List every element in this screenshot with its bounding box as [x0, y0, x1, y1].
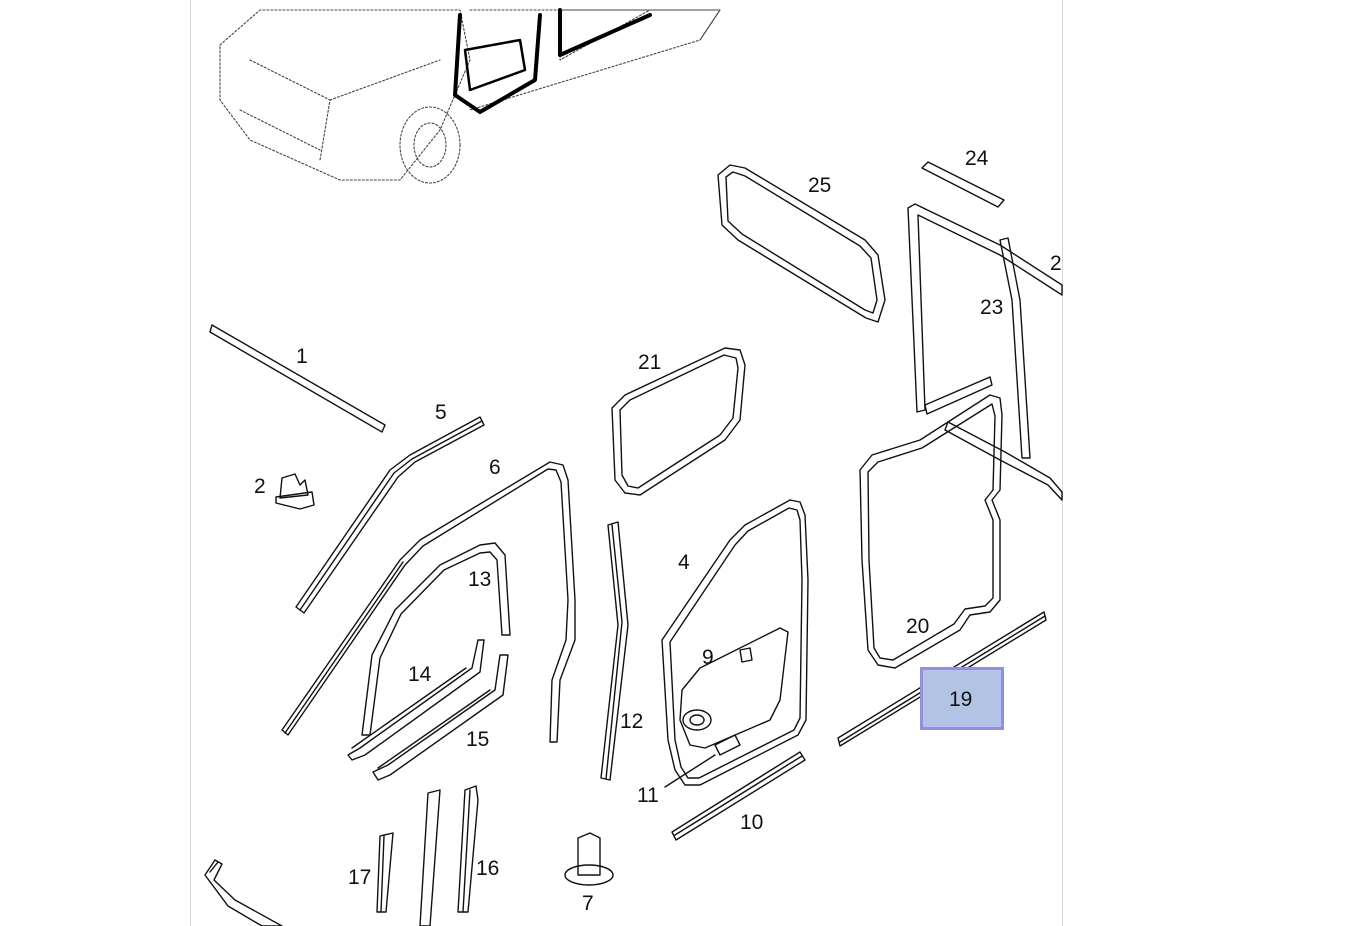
part-9-panel [679, 627, 789, 749]
callout-25[interactable]: 25 [808, 174, 832, 197]
callout-14[interactable]: 14 [408, 663, 432, 686]
callout-7[interactable]: 7 [582, 892, 594, 915]
callout-23[interactable]: 23 [980, 296, 1004, 319]
part-15-seal [372, 654, 509, 781]
bottom-left-seal [204, 859, 283, 926]
part-6-seal [281, 461, 576, 743]
part-10-sill [671, 751, 806, 841]
part-14-seal [347, 639, 485, 761]
part-20-seal [859, 394, 1003, 669]
callout-11[interactable]: 11 [637, 784, 659, 807]
callout-15[interactable]: 15 [466, 728, 490, 751]
callout-19[interactable]: 19 [949, 688, 973, 711]
callout-2-clipped[interactable]: 2 [1050, 253, 1062, 274]
callout-24[interactable]: 24 [965, 147, 989, 170]
callout-6[interactable]: 6 [489, 456, 501, 479]
part-1-seal [209, 324, 386, 433]
part-25-seal [717, 164, 886, 323]
part-16-strip [457, 785, 479, 913]
part-2-clip [275, 473, 315, 510]
vehicle-illustration [219, 9, 721, 184]
part-17-strip [376, 832, 394, 913]
part-21-seal [611, 347, 746, 496]
callout-9[interactable]: 9 [702, 646, 714, 669]
part-11-leader [664, 754, 716, 788]
part-5-seal [295, 416, 485, 614]
callout-10[interactable]: 10 [740, 811, 764, 834]
callout-20[interactable]: 20 [906, 615, 930, 638]
door-highlight-outline [453, 8, 652, 114]
part-23-seal [907, 203, 1063, 413]
part-12-seal [600, 521, 629, 781]
part-4-seal [661, 499, 809, 786]
callout-1[interactable]: 1 [296, 345, 308, 368]
callout-4[interactable]: 4 [678, 551, 690, 574]
callout-21[interactable]: 21 [638, 351, 662, 374]
callout-13[interactable]: 13 [468, 568, 492, 591]
callout-16[interactable]: 16 [476, 857, 500, 880]
right-page-edge [1062, 0, 1063, 926]
part-7-clip [564, 832, 614, 886]
part-13-seal [361, 542, 511, 736]
part-19-sill [837, 611, 1047, 747]
callout-19-highlight[interactable] [920, 667, 1004, 730]
callout-12[interactable]: 12 [620, 710, 644, 733]
part-24-strip [921, 161, 1005, 208]
left-page-edge [190, 0, 191, 926]
callout-17[interactable]: 17 [348, 866, 372, 889]
callout-2[interactable]: 2 [254, 475, 266, 498]
callout-5[interactable]: 5 [435, 401, 447, 424]
